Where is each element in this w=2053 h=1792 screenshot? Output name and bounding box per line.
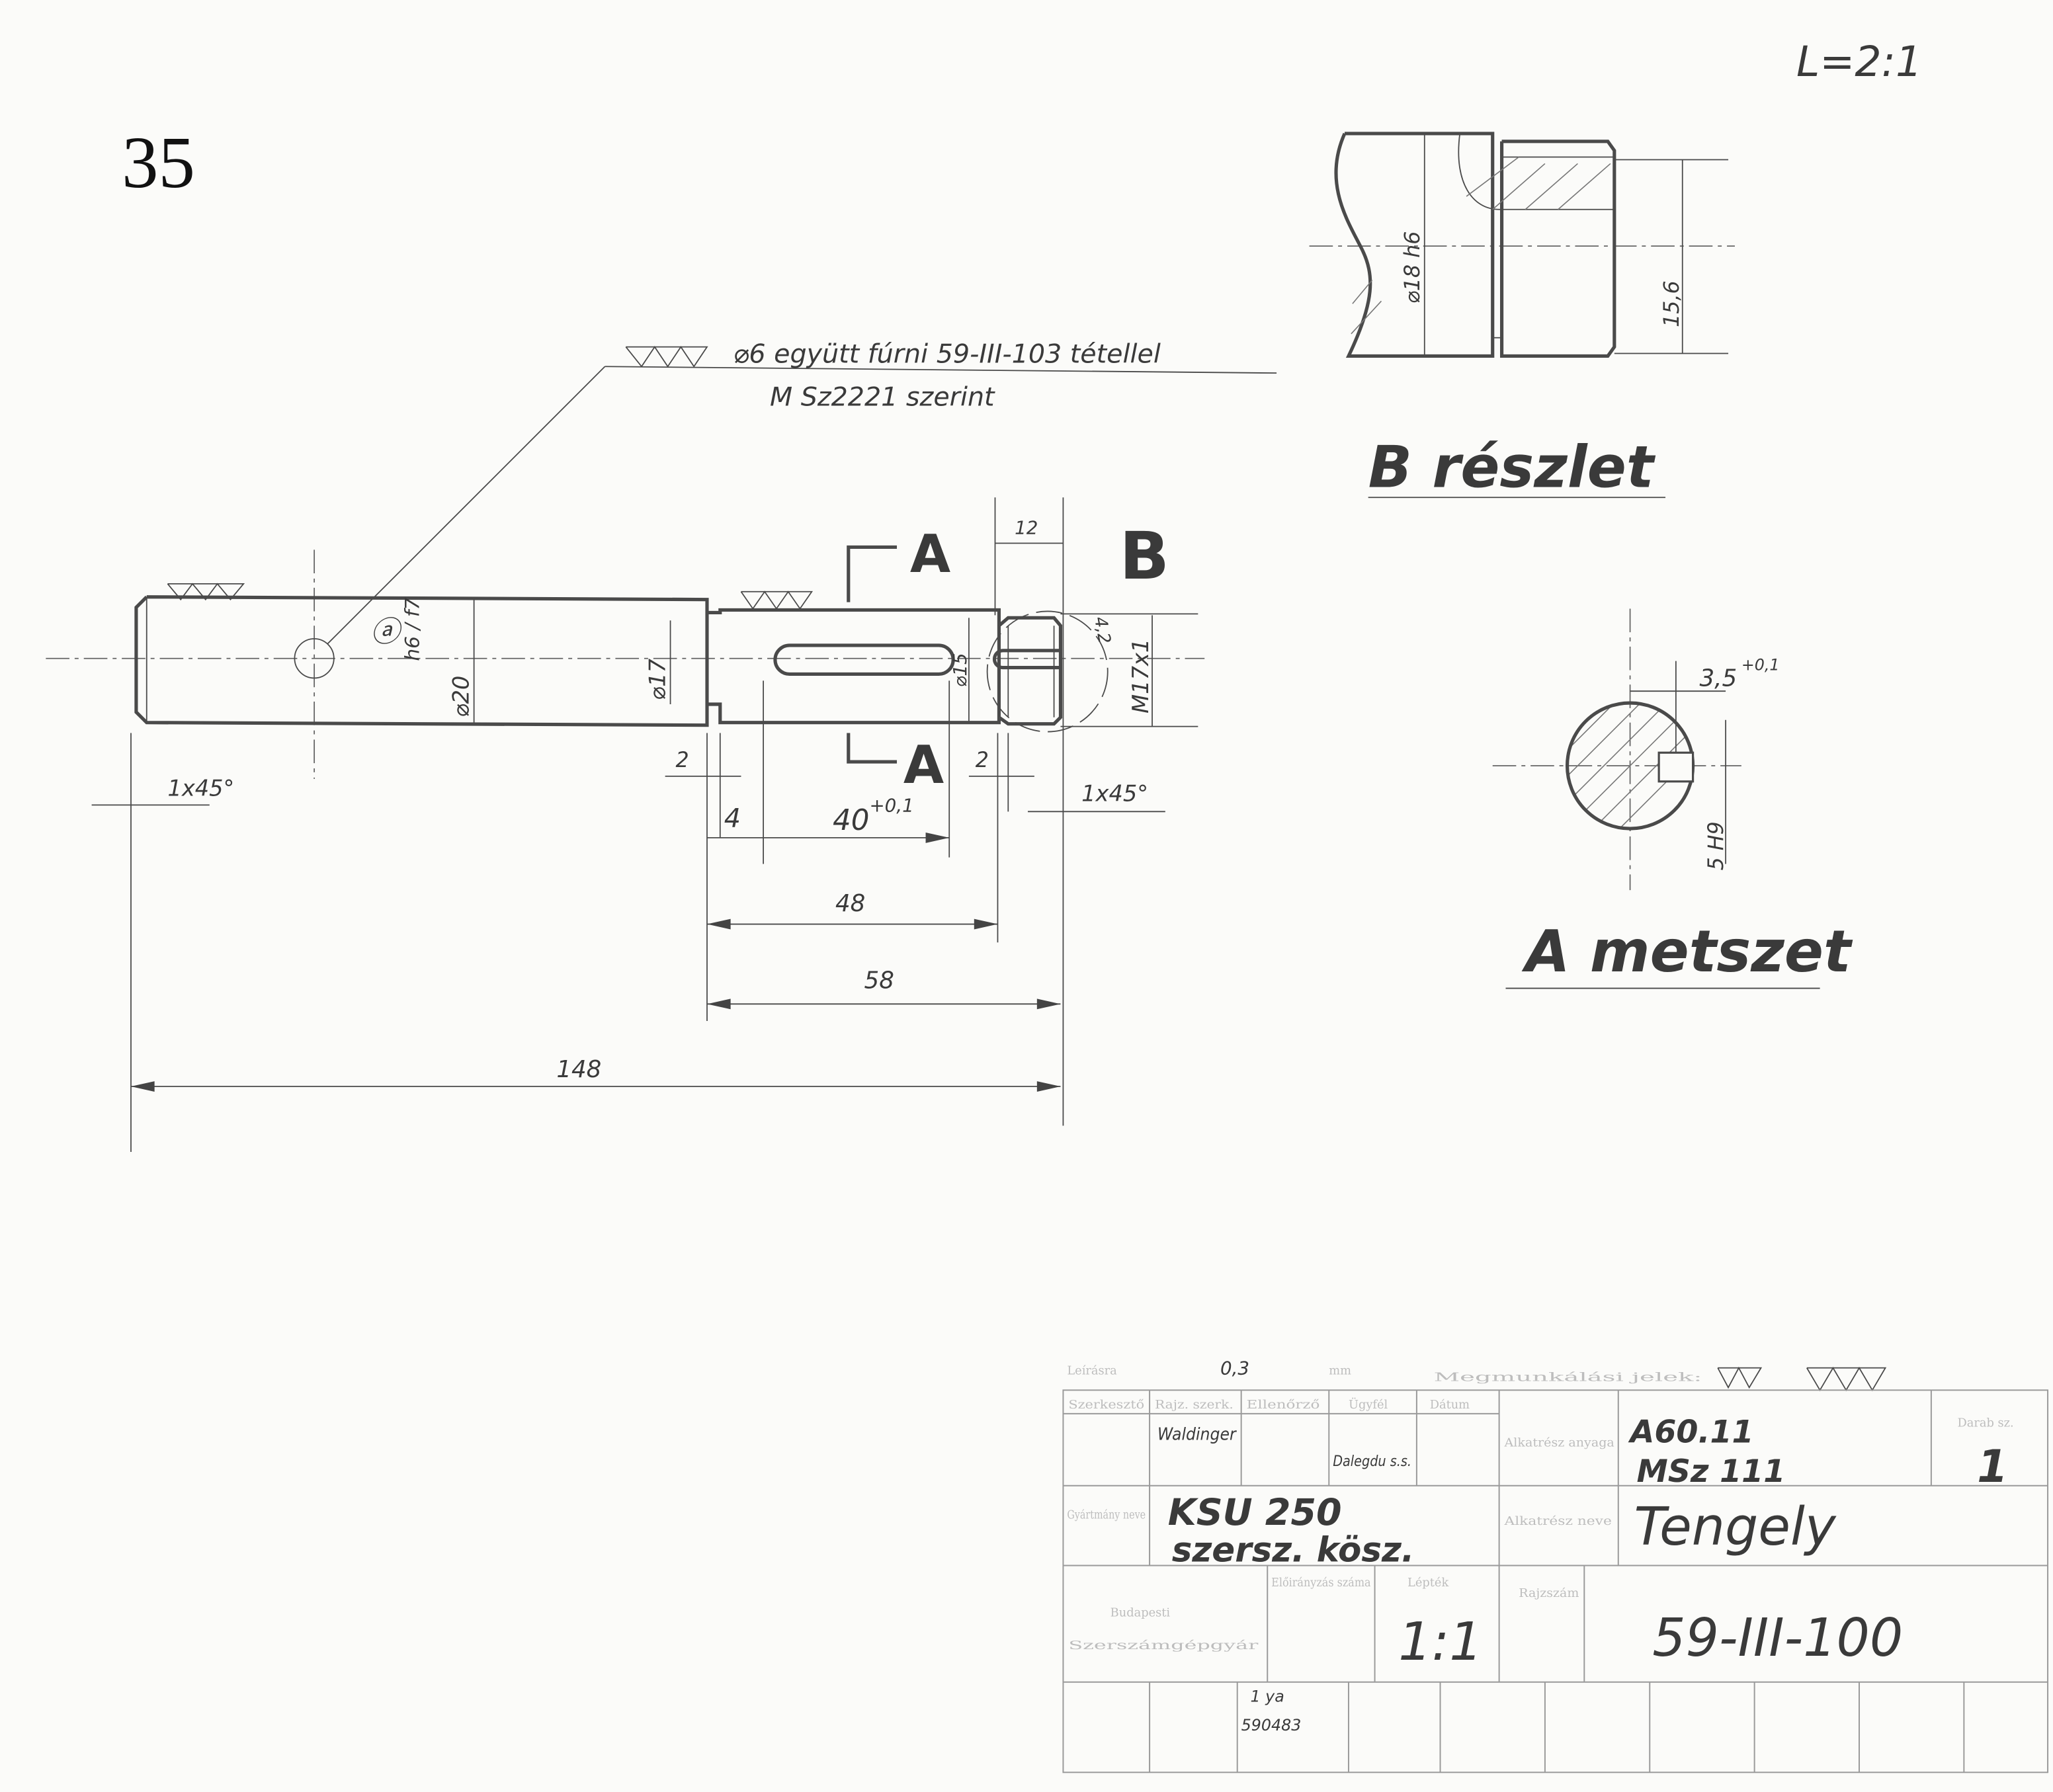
detail-b-circle xyxy=(986,610,1109,733)
len-58: 58 xyxy=(864,967,894,995)
section-a: 3,5 +0,1 5 H9 A metszet xyxy=(1492,608,1853,989)
material: A60.11 xyxy=(1628,1414,1754,1450)
material-label: Alkatrész anyaga xyxy=(1503,1436,1614,1449)
section-a-bottom: A xyxy=(903,735,944,795)
slot-40: 40 xyxy=(833,804,869,837)
d20-fit: h6 / f7 xyxy=(401,598,424,661)
header-cell-szerkeszto: Szerkesztő xyxy=(1068,1398,1144,1412)
shaft-main-view: A A B ⓐ h6 / f7 ⌀20 ⌀17 ⌀15 M17x1 4,2 12… xyxy=(46,497,1205,1153)
tolerance-label: Leírásra xyxy=(1067,1364,1117,1378)
detail-b-title: B részlet xyxy=(1368,433,1656,501)
detail-b-d156: 15,6 xyxy=(1660,280,1684,327)
note-line2: M Sz2221 szerint xyxy=(770,382,995,413)
section-a-depth: 3,5 xyxy=(1699,665,1737,692)
product-label: Gyártmány neve xyxy=(1067,1508,1146,1522)
surface-finish-icon xyxy=(167,583,245,601)
chamfer-right: 1x45° xyxy=(1081,780,1148,806)
product-name: KSU 250 xyxy=(1168,1492,1342,1534)
page-number: 35 xyxy=(122,122,195,203)
title-block: Leírásra 0,3 mm Megmunkálási jelek: Szer… xyxy=(1062,1358,2049,1773)
surface-finish-icon xyxy=(1717,1366,1763,1389)
d15: ⌀15 xyxy=(949,653,971,687)
header-cell-ugyfel: Ügyfél xyxy=(1349,1397,1388,1412)
gap-2-right: 2 xyxy=(976,749,989,772)
detail-b-d18: ⌀18 h6 xyxy=(1401,231,1425,304)
material-std: MSz 111 xyxy=(1636,1453,1785,1490)
d20: ⌀20 xyxy=(448,676,474,717)
tolerance-unit: mm xyxy=(1329,1364,1351,1378)
detail-b-label: B xyxy=(1120,518,1169,594)
section-a-width: 5 H9 xyxy=(1704,821,1728,870)
section-a-depth-tol: +0,1 xyxy=(1741,656,1780,674)
qty: 1 xyxy=(1977,1441,2008,1492)
approved-by: Dalegdu s.s. xyxy=(1333,1453,1411,1470)
len-148: 148 xyxy=(556,1056,601,1083)
pin-hole xyxy=(294,638,335,679)
len-48: 48 xyxy=(835,890,865,917)
finish-label: Megmunkálási jelek: xyxy=(1434,1370,1702,1384)
product-sub: szersz. kösz. xyxy=(1172,1531,1415,1570)
plan-label: Előirányzás száma xyxy=(1271,1576,1371,1590)
chamfer-left: 1x45° xyxy=(167,776,234,801)
rev: 1 ya xyxy=(1251,1687,1284,1705)
len-4: 4 xyxy=(724,803,741,834)
drawn-by: Waldinger xyxy=(1157,1425,1237,1445)
part-label: Alkatrész neve xyxy=(1503,1514,1612,1528)
rev-date: 590483 xyxy=(1241,1716,1302,1734)
gap-2-left: 2 xyxy=(675,749,689,772)
section-a-title: A metszet xyxy=(1521,918,1853,985)
header-cell-ellenorzo: Ellenőrző xyxy=(1247,1398,1320,1412)
company-line1: Budapesti xyxy=(1110,1606,1171,1620)
company-line2: Szerszámgépgyár xyxy=(1068,1639,1259,1652)
undercut-r: 4,2 xyxy=(1090,615,1114,645)
marker-a: ⓐ xyxy=(370,616,403,649)
detail-b: ⌀18 h6 15,6 B részlet xyxy=(1309,132,1735,501)
drawing-no-label: Rajzszám xyxy=(1519,1586,1579,1600)
slot-40-tol: +0,1 xyxy=(869,794,913,816)
surface-finish-icon xyxy=(1806,1366,1887,1392)
drawing-no: 59-III-100 xyxy=(1652,1608,1903,1668)
qty-label: Darab sz. xyxy=(1957,1416,2013,1430)
section-a-top: A xyxy=(910,524,950,585)
surface-finish-icon xyxy=(625,345,708,368)
scale: 1:1 xyxy=(1398,1611,1482,1672)
scale-note: L=2:1 xyxy=(1796,37,1922,86)
len-12: 12 xyxy=(1015,517,1038,539)
tolerance-value: 0,3 xyxy=(1220,1358,1249,1379)
scale-label: Lépték xyxy=(1407,1576,1448,1590)
thread: M17x1 xyxy=(1128,639,1153,713)
note-line1: ⌀6 együtt fúrni 59-III-103 tétellel xyxy=(733,339,1161,369)
d17: ⌀17 xyxy=(645,658,671,700)
header-cell-rajz-szerk: Rajz. szerk. xyxy=(1155,1398,1234,1412)
header-cell-datum: Dátum xyxy=(1430,1398,1470,1412)
part-name: Tengely xyxy=(1634,1496,1837,1557)
key-slot xyxy=(773,643,955,676)
drilling-note: ⌀6 együtt fúrni 59-III-103 tétellel M Sz… xyxy=(327,339,1277,645)
surface-finish-icon xyxy=(740,591,814,610)
